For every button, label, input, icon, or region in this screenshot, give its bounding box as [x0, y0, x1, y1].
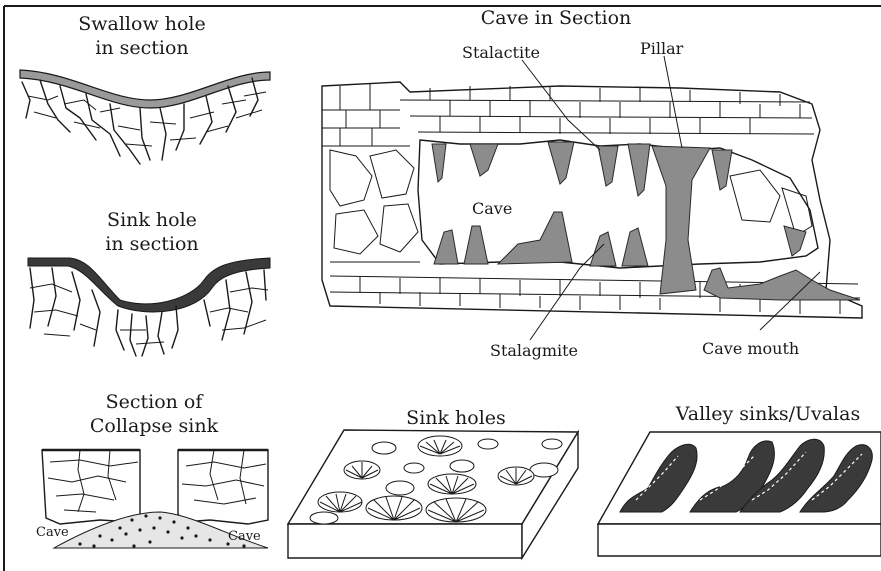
- stalagmite-label: Stalagmite: [490, 341, 578, 360]
- cave-label: Cave: [472, 199, 512, 218]
- stalactite-label: Stalactite: [462, 43, 540, 62]
- sink-holes-diagram: [288, 430, 578, 558]
- swallow-hole-diagram: [20, 70, 270, 164]
- swallow-hole-title-line2: in section: [95, 37, 188, 59]
- sink-hole-title-line2: in section: [105, 233, 198, 255]
- collapse-sink-title-line1: Section of: [106, 391, 205, 413]
- valley-sinks-diagram: [598, 432, 881, 556]
- pillar-label: Pillar: [640, 39, 684, 58]
- swallow-hole-title-line1: Swallow hole: [78, 13, 206, 35]
- collapse-cave-left-label: Cave: [36, 525, 69, 540]
- collapse-sink-title-line2: Collapse sink: [90, 415, 219, 437]
- valley-sinks-title: Valley sinks/Uvalas: [675, 403, 860, 425]
- sink-holes-title: Sink holes: [406, 407, 506, 429]
- sink-hole-title-line1: Sink hole: [107, 209, 197, 231]
- sink-hole-diagram: [28, 258, 270, 356]
- cave-mouth-label: Cave mouth: [702, 339, 799, 358]
- cave-section-title: Cave in Section: [481, 7, 632, 29]
- cave-section-diagram: [322, 56, 862, 340]
- collapse-cave-right-label: Cave: [228, 529, 261, 544]
